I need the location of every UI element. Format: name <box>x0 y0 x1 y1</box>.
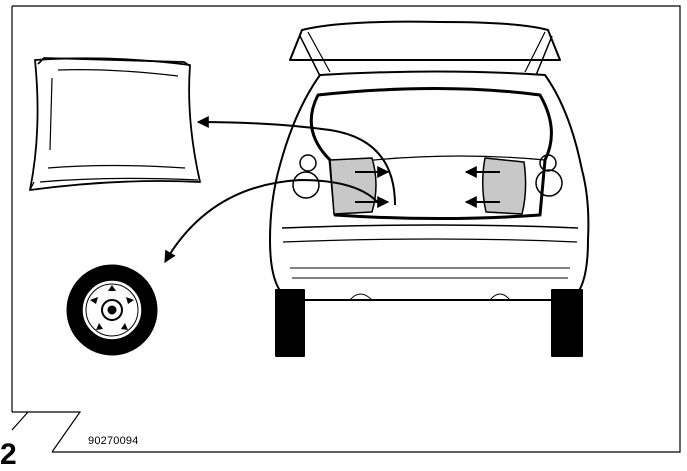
luggage-bag-icon <box>29 57 201 191</box>
direction-arrows <box>164 116 500 264</box>
left-side-panel <box>329 157 377 215</box>
right-side-panel <box>482 157 527 215</box>
arrow-to-wheel <box>164 178 381 264</box>
hatchback-car-rear-icon <box>269 20 590 357</box>
step-number: 2 <box>0 438 17 471</box>
figure-border <box>11 5 681 453</box>
step-tab <box>11 411 82 453</box>
figure-code: 90270094 <box>88 435 139 447</box>
spare-wheel-icon <box>66 264 158 356</box>
